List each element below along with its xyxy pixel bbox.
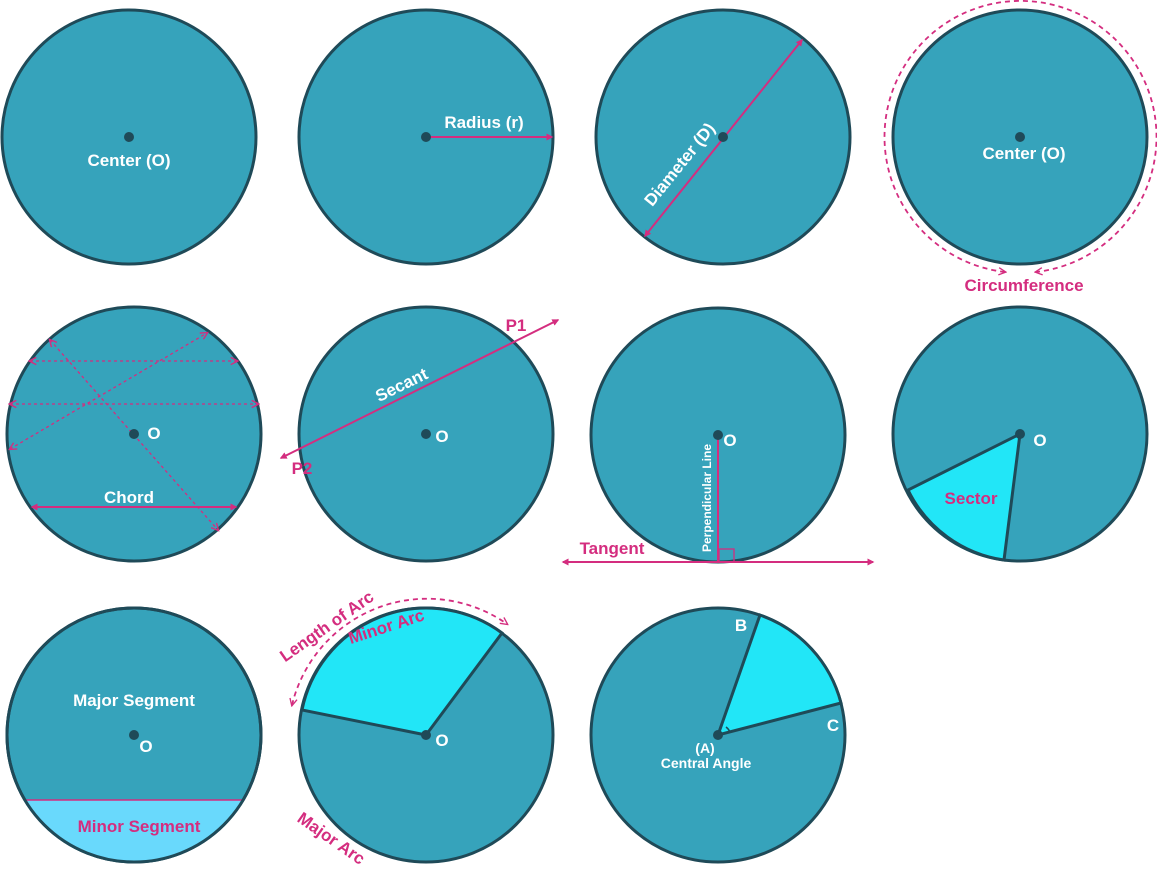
central-angle-label: Central Angle (661, 755, 752, 771)
major-segment-label: Major Segment (73, 691, 195, 710)
point-a-label: (A) (695, 740, 714, 756)
panel-tangent: O Perpendicular Line Tangent (561, 306, 875, 566)
chord-center-point (129, 429, 139, 439)
chord-o-label: O (147, 424, 160, 443)
point-c-label: C (827, 716, 839, 735)
panel-center: Center (O) (0, 8, 258, 266)
length-of-arc-arrow (292, 597, 507, 705)
tangent-center-point (713, 430, 723, 440)
segment-center-point (129, 730, 139, 740)
panel-central-angle: B C (A) Central Angle (589, 606, 847, 864)
panel-circumference: Center (O) Circumference (883, 0, 1157, 295)
central-angle-region (715, 613, 843, 738)
sector-center-point (1015, 429, 1025, 439)
center-label: Center (O) (87, 151, 170, 170)
sector-region (905, 431, 1022, 562)
point-b-label: B (735, 616, 747, 635)
central-angle-point (713, 730, 723, 740)
minor-segment-label: Minor Segment (78, 817, 201, 836)
secant-o-label: O (435, 427, 448, 446)
arc-center-point (421, 730, 431, 740)
p2-label: P2 (292, 459, 313, 478)
sector-label: Sector (945, 489, 998, 508)
circumference-center-point (1015, 132, 1025, 142)
tangent-label: Tangent (580, 539, 645, 558)
chord-label: Chord (104, 488, 154, 507)
circumference-label: Circumference (964, 276, 1083, 295)
p1-label: P1 (506, 316, 527, 335)
segment-circle-outline (5, 606, 263, 864)
radius-center-point (421, 132, 431, 142)
panel-chord: O Chord (5, 305, 263, 563)
center-point (124, 132, 134, 142)
radius-label: Radius (r) (444, 113, 523, 132)
arc-o-label: O (435, 731, 448, 750)
secant-center-point (421, 429, 431, 439)
panel-arc: O Length of Arc Minor Arc Major Arc (276, 587, 555, 869)
circumference-arc (883, 0, 1157, 272)
panel-segment: O Major Segment Minor Segment (5, 606, 263, 864)
panel-diameter: Diameter (D) (594, 8, 852, 266)
segment-o-label: O (139, 737, 152, 756)
perpendicular-label: Perpendicular Line (700, 444, 714, 552)
panel-sector: O Sector (891, 305, 1149, 563)
panel-secant: O Secant P1 P2 (279, 305, 560, 563)
tangent-o-label: O (723, 431, 736, 450)
center-label-2: Center (O) (982, 144, 1065, 163)
angle-mark (725, 726, 731, 733)
panel-radius: Radius (r) (297, 8, 555, 266)
sector-o-label: O (1033, 431, 1046, 450)
secant-line (279, 319, 560, 459)
diameter-center-point (718, 132, 728, 142)
